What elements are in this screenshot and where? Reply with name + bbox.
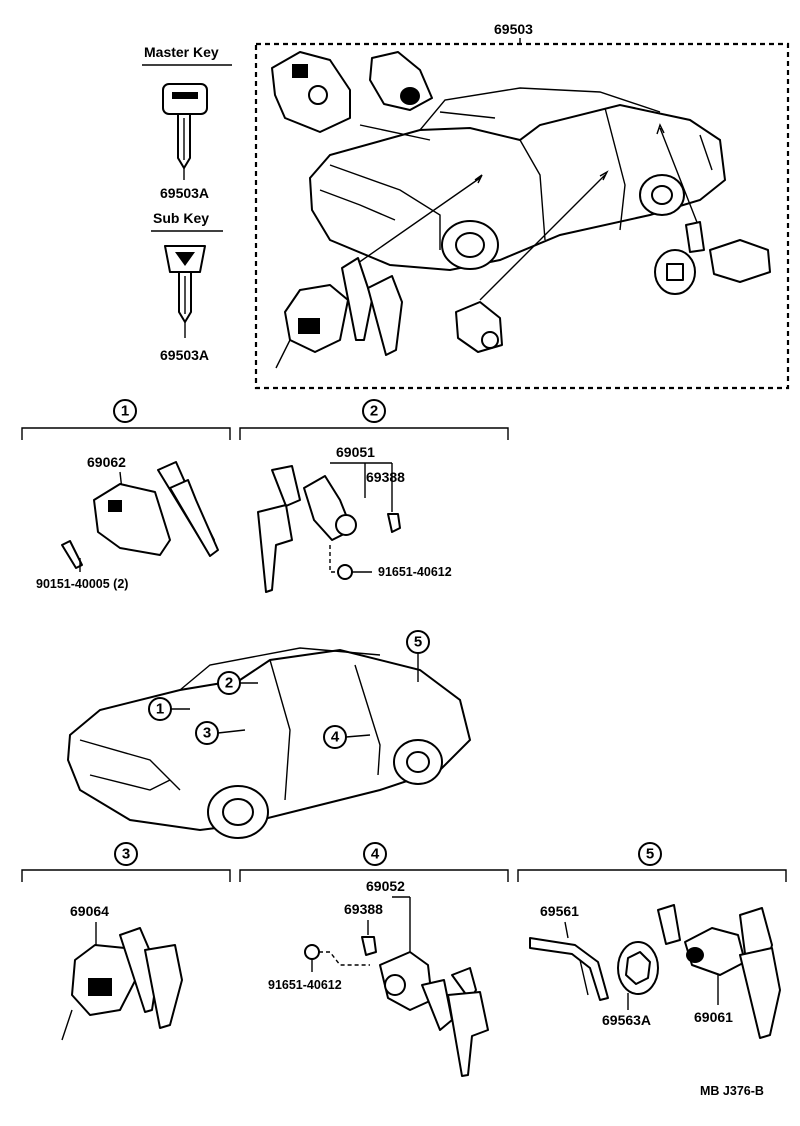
s3-part-main: 69064 <box>70 903 109 919</box>
key-pair-top <box>341 257 403 356</box>
lock-rod-s5 <box>529 937 609 1001</box>
door-lock-assembly-top <box>271 51 351 133</box>
master-key-part-number: 69503A <box>160 185 209 201</box>
svg-text:2: 2 <box>225 675 233 692</box>
door-lock-cylinder-s2 <box>257 465 357 593</box>
svg-text:3: 3 <box>122 846 130 863</box>
s1-part-main: 69062 <box>87 454 126 470</box>
sub-key-part-number: 69503A <box>160 347 209 363</box>
sub-key-title: Sub Key <box>153 210 209 226</box>
callout-5-car: 5 <box>406 630 430 682</box>
svg-text:5: 5 <box>646 846 654 863</box>
door-cylinder-top <box>455 301 503 353</box>
section-4-bracket <box>239 869 509 882</box>
s4-bolt-dash <box>319 951 370 966</box>
master-key-icon <box>162 83 208 169</box>
callout-2-top: 2 <box>362 399 386 423</box>
section-5-bracket <box>517 869 787 882</box>
svg-text:2: 2 <box>370 403 378 420</box>
svg-text:1: 1 <box>121 403 129 420</box>
section-1-bracket <box>21 427 231 440</box>
rear-lock-cylinder-s5 <box>657 904 781 1039</box>
section-2-bracket <box>239 427 509 440</box>
s5-part-ring: 69563A <box>602 1012 651 1028</box>
s4-part-clip: 69388 <box>344 901 383 917</box>
arrows-top <box>347 111 701 301</box>
ignition-cylinder-top <box>275 284 349 369</box>
callout-5-bottom: 5 <box>638 842 662 866</box>
s4-part-main: 69052 <box>366 878 405 894</box>
callout-3-bottom: 3 <box>114 842 138 866</box>
s4-part-bolt: 91651-40612 <box>268 978 342 992</box>
set-part-number: 69503 <box>494 21 533 37</box>
svg-text:1: 1 <box>156 701 164 718</box>
svg-text:3: 3 <box>203 725 211 742</box>
s2-part-bolt: 91651-40612 <box>378 565 452 579</box>
callout-2-car: 2 <box>217 671 258 695</box>
s2-part-main: 69051 <box>336 444 375 460</box>
car-illustration-middle <box>66 647 472 839</box>
callout-1-car: 1 <box>148 697 190 721</box>
car-illustration-top <box>308 87 727 272</box>
ignition-cylinder-s3 <box>61 927 183 1041</box>
s5-leader-rod <box>564 921 569 939</box>
callout-4-bottom: 4 <box>363 842 387 866</box>
callout-3-car: 3 <box>195 721 246 745</box>
callout-1-top: 1 <box>113 399 137 423</box>
luggage-lock-cylinder-top <box>369 51 433 111</box>
s2-bolt-dash <box>329 545 338 573</box>
svg-text:4: 4 <box>331 729 340 746</box>
door-lock-cylinder-s4 <box>379 951 489 1077</box>
svg-text:4: 4 <box>371 846 380 863</box>
s1-part-screw: 90151-40005 (2) <box>36 577 128 591</box>
bolt-icon-s4 <box>304 944 320 960</box>
sub-key-icon <box>164 245 206 323</box>
master-key-title: Master Key <box>144 44 219 60</box>
bolt-icon-s2 <box>337 564 353 580</box>
s5-part-cyl: 69061 <box>694 1009 733 1025</box>
svg-text:5: 5 <box>414 634 422 651</box>
door-lock-assembly-s1 <box>93 461 219 557</box>
set-dashed-box <box>254 42 790 390</box>
lock-ring-s5 <box>617 941 659 995</box>
callout-4-car: 4 <box>323 725 371 749</box>
section-3-bracket <box>21 869 231 882</box>
rear-lock-parts-top <box>654 221 771 295</box>
screw-icon-s1 <box>61 540 83 569</box>
s5-part-rod: 69561 <box>540 903 579 919</box>
s2-part-clip: 69388 <box>366 469 405 485</box>
clip-icon-s4 <box>361 936 377 956</box>
diagram-code: MB J376-B <box>700 1084 764 1098</box>
clip-icon-s2 <box>387 513 401 533</box>
